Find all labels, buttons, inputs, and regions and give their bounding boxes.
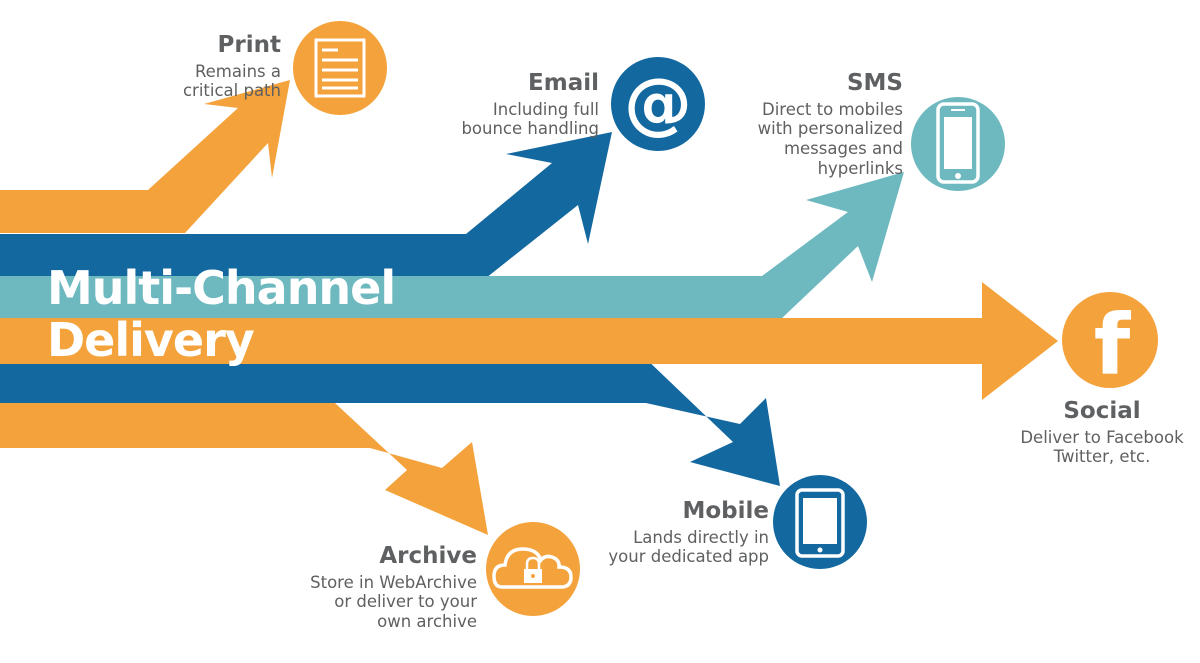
email-desc-line-2: bounce handling xyxy=(461,119,599,139)
title-line-1: Multi-Channel xyxy=(47,261,396,315)
sms-desc-line-4: hyperlinks xyxy=(817,158,903,178)
social-desc-line-2: Twitter, etc. xyxy=(1053,447,1151,467)
mobile-desc-line-2: your dedicated app xyxy=(608,547,769,567)
email-icon-circle: @ xyxy=(611,57,705,151)
main-title: Multi-Channel Delivery xyxy=(47,261,396,367)
archive-title: Archive xyxy=(379,543,477,569)
smartphone-icon xyxy=(936,102,980,184)
social-desc-line-1: Deliver to Facebook xyxy=(1020,427,1184,447)
sms-icon-circle xyxy=(911,97,1005,191)
document-icon xyxy=(314,38,366,98)
at-sign-icon: @ xyxy=(624,64,692,143)
print-label: Print Remains a critical path xyxy=(183,32,281,101)
social-label: Social Deliver to Facebook Twitter, etc. xyxy=(1010,398,1194,467)
archive-desc-line-1: Store in WebArchive xyxy=(310,572,477,592)
print-title: Print xyxy=(217,32,281,58)
archive-desc-line-2: or deliver to your xyxy=(334,592,477,612)
mobile-desc-line-1: Lands directly in xyxy=(633,527,769,547)
sms-arrow xyxy=(0,172,904,320)
sms-desc-line-1: Direct to mobiles xyxy=(761,99,903,119)
archive-label: Archive Store in WebArchive or deliver t… xyxy=(310,543,477,632)
mobile-icon-circle xyxy=(773,475,867,569)
mobile-label: Mobile Lands directly in your dedicated … xyxy=(608,498,769,567)
sms-desc-line-3: messages and xyxy=(783,139,903,159)
archive-icon-circle xyxy=(486,522,580,616)
archive-desc-line-3: own archive xyxy=(377,612,477,632)
email-title: Email xyxy=(528,70,599,96)
sms-title: SMS xyxy=(846,70,903,96)
tablet-icon xyxy=(795,488,845,558)
social-arrow xyxy=(0,282,1058,400)
social-title: Social xyxy=(1063,398,1141,424)
archive-arrow xyxy=(0,403,488,535)
facebook-icon: f xyxy=(1094,296,1132,394)
mobile-arrow xyxy=(0,355,780,486)
sms-desc-line-2: with personalized xyxy=(757,119,903,139)
social-icon-circle: f xyxy=(1062,292,1158,394)
email-label: Email Including full bounce handling xyxy=(461,70,599,139)
print-desc-line-2: critical path xyxy=(182,81,281,101)
print-icon-circle xyxy=(293,21,387,115)
print-desc-line-1: Remains a xyxy=(194,61,281,81)
cloud-lock-icon xyxy=(492,547,573,589)
email-arrow xyxy=(0,132,612,278)
title-line-2: Delivery xyxy=(47,313,255,367)
mobile-title: Mobile xyxy=(682,498,769,524)
sms-label: SMS Direct to mobiles with personalized … xyxy=(758,70,903,179)
email-desc-line-1: Including full xyxy=(492,99,599,119)
print-arrow xyxy=(0,80,290,233)
